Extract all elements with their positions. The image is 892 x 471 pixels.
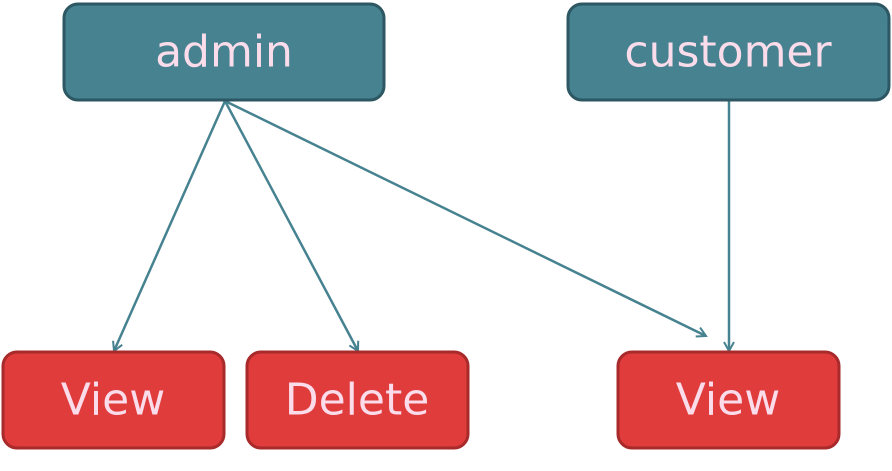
role-node-customer: customer <box>566 2 891 102</box>
role-label-customer: customer <box>624 27 832 78</box>
permission-node-admin-view: View <box>1 350 226 450</box>
edge-admin-to-delete <box>223 100 358 351</box>
permission-node-admin-delete: Delete <box>245 350 470 450</box>
edge-admin-to-customer-view <box>224 99 706 336</box>
edge-admin-to-view <box>114 100 227 351</box>
edges <box>114 99 729 351</box>
permission-label-delete: Delete <box>285 375 430 426</box>
role-node-admin: admin <box>62 2 386 102</box>
permission-label-view: View <box>676 375 780 426</box>
permission-label-view: View <box>61 375 165 426</box>
role-label-admin: admin <box>155 27 293 78</box>
permission-node-customer-view: View <box>616 350 841 450</box>
